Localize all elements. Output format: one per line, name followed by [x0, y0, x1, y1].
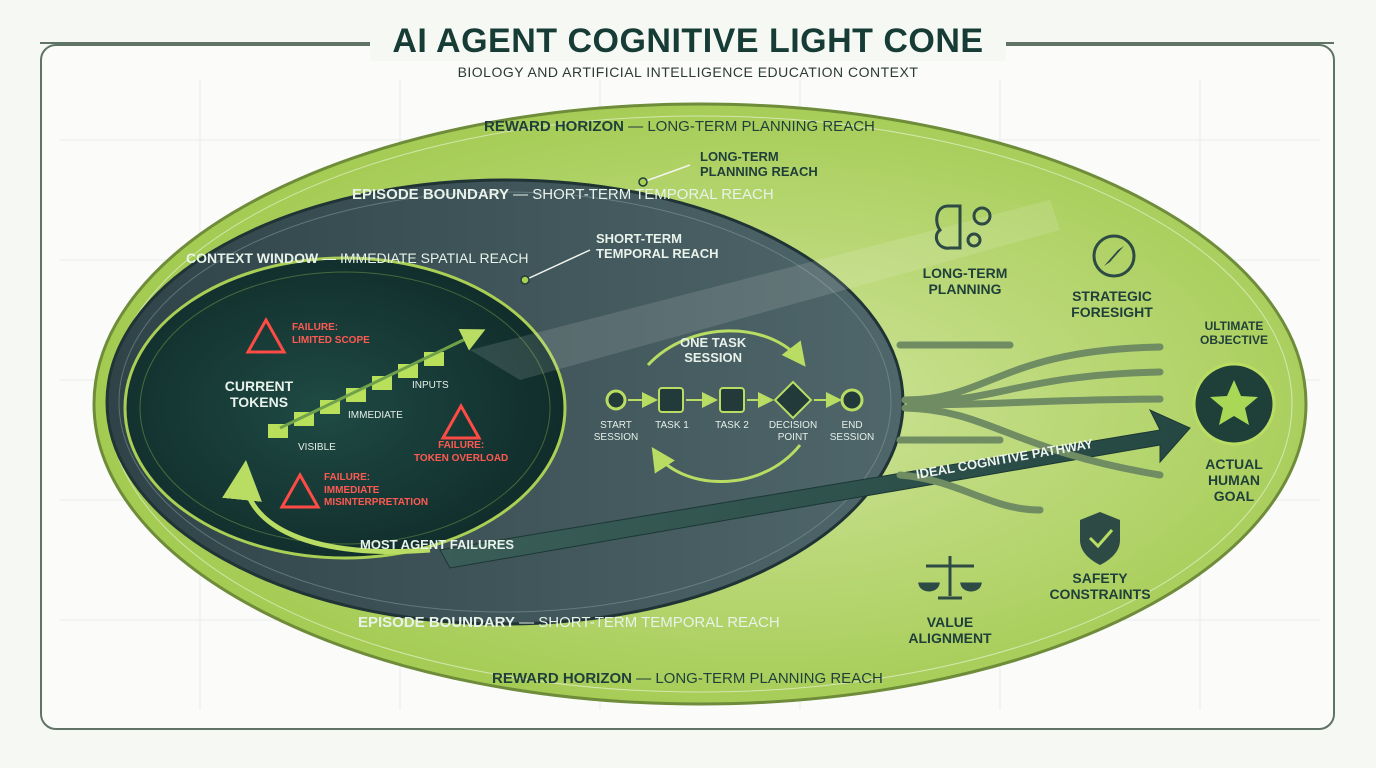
title-rule-right [1000, 42, 1334, 44]
most-agent-failures-label: MOST AGENT FAILURES [360, 537, 515, 552]
page-subtitle: BIOLOGY AND ARTIFICIAL INTELLIGENCE EDUC… [457, 64, 919, 80]
actual-human-goal-label: ACTUAL HUMAN GOAL [1205, 456, 1263, 505]
one-task-session-label: ONE TASK SESSION [680, 335, 747, 365]
failure-misinterpretation: FAILURE:IMMEDIATE MISINTERPRETATION [324, 472, 429, 508]
failure-limited-scope: FAILURE:LIMITED SCOPE [292, 322, 370, 346]
step-task-2: TASK 2 [715, 420, 749, 431]
session-flow [605, 329, 864, 483]
episode-boundary-label-bottom: EPISODE BOUNDARY — SHORT-TERM TEMPORAL R… [358, 614, 780, 631]
token-label-visible: VISIBLE [298, 442, 336, 453]
short-term-callout: SHORT-TERM TEMPORAL REACH [596, 231, 719, 261]
page-title: AI AGENT COGNITIVE LIGHT CONE [370, 22, 1006, 61]
step-start-session: START SESSION [593, 420, 639, 443]
branch-arrows [896, 341, 1164, 514]
step-end-session: END SESSION [829, 420, 875, 443]
title-rule-left [40, 42, 376, 44]
current-tokens-label: CURRENT TOKENS [224, 378, 294, 411]
reward-horizon-label-bottom: REWARD HORIZON — LONG-TERM PLANNING REAC… [492, 670, 883, 687]
token-blocks [268, 328, 486, 438]
failure-token-overload: FAILURE:TOKEN OVERLOAD [414, 440, 509, 464]
step-decision-point: DECISION POINT [768, 420, 818, 443]
ultimate-objective-label: ULTIMATE OBJECTIVE [1199, 319, 1268, 347]
context-window-label: CONTEXT WINDOW — IMMEDIATE SPATIAL REACH [186, 250, 529, 266]
safety-constraints-label: SAFETY CONSTRAINTS [1049, 570, 1151, 603]
episode-boundary-label-top: EPISODE BOUNDARY — SHORT-TERM TEMPORAL R… [352, 186, 774, 203]
strategic-foresight-label: STRATEGIC FORESIGHT [1071, 288, 1153, 321]
context-window-ring [123, 256, 567, 560]
token-label-immediate: IMMEDIATE [348, 410, 403, 421]
value-alignment-label: VALUE ALIGNMENT [908, 614, 992, 647]
failure-return-arrow [222, 460, 431, 554]
compass-icon [1092, 234, 1136, 278]
reward-horizon-label-top: REWARD HORIZON — LONG-TERM PLANNING REAC… [484, 118, 875, 135]
long-term-callout: LONG-TERM PLANNING REACH [700, 149, 818, 179]
ideal-pathway-arrow [439, 408, 1191, 569]
token-label-inputs: INPUTS [412, 380, 449, 391]
brain-gear-icon [934, 204, 992, 250]
scale-icon [918, 556, 982, 600]
warning-icons [245, 316, 482, 509]
star-icon [1210, 380, 1258, 425]
step-task-1: TASK 1 [655, 420, 689, 431]
shield-check-icon [1080, 512, 1120, 565]
long-term-planning-label: LONG-TERM PLANNING [922, 265, 1008, 298]
